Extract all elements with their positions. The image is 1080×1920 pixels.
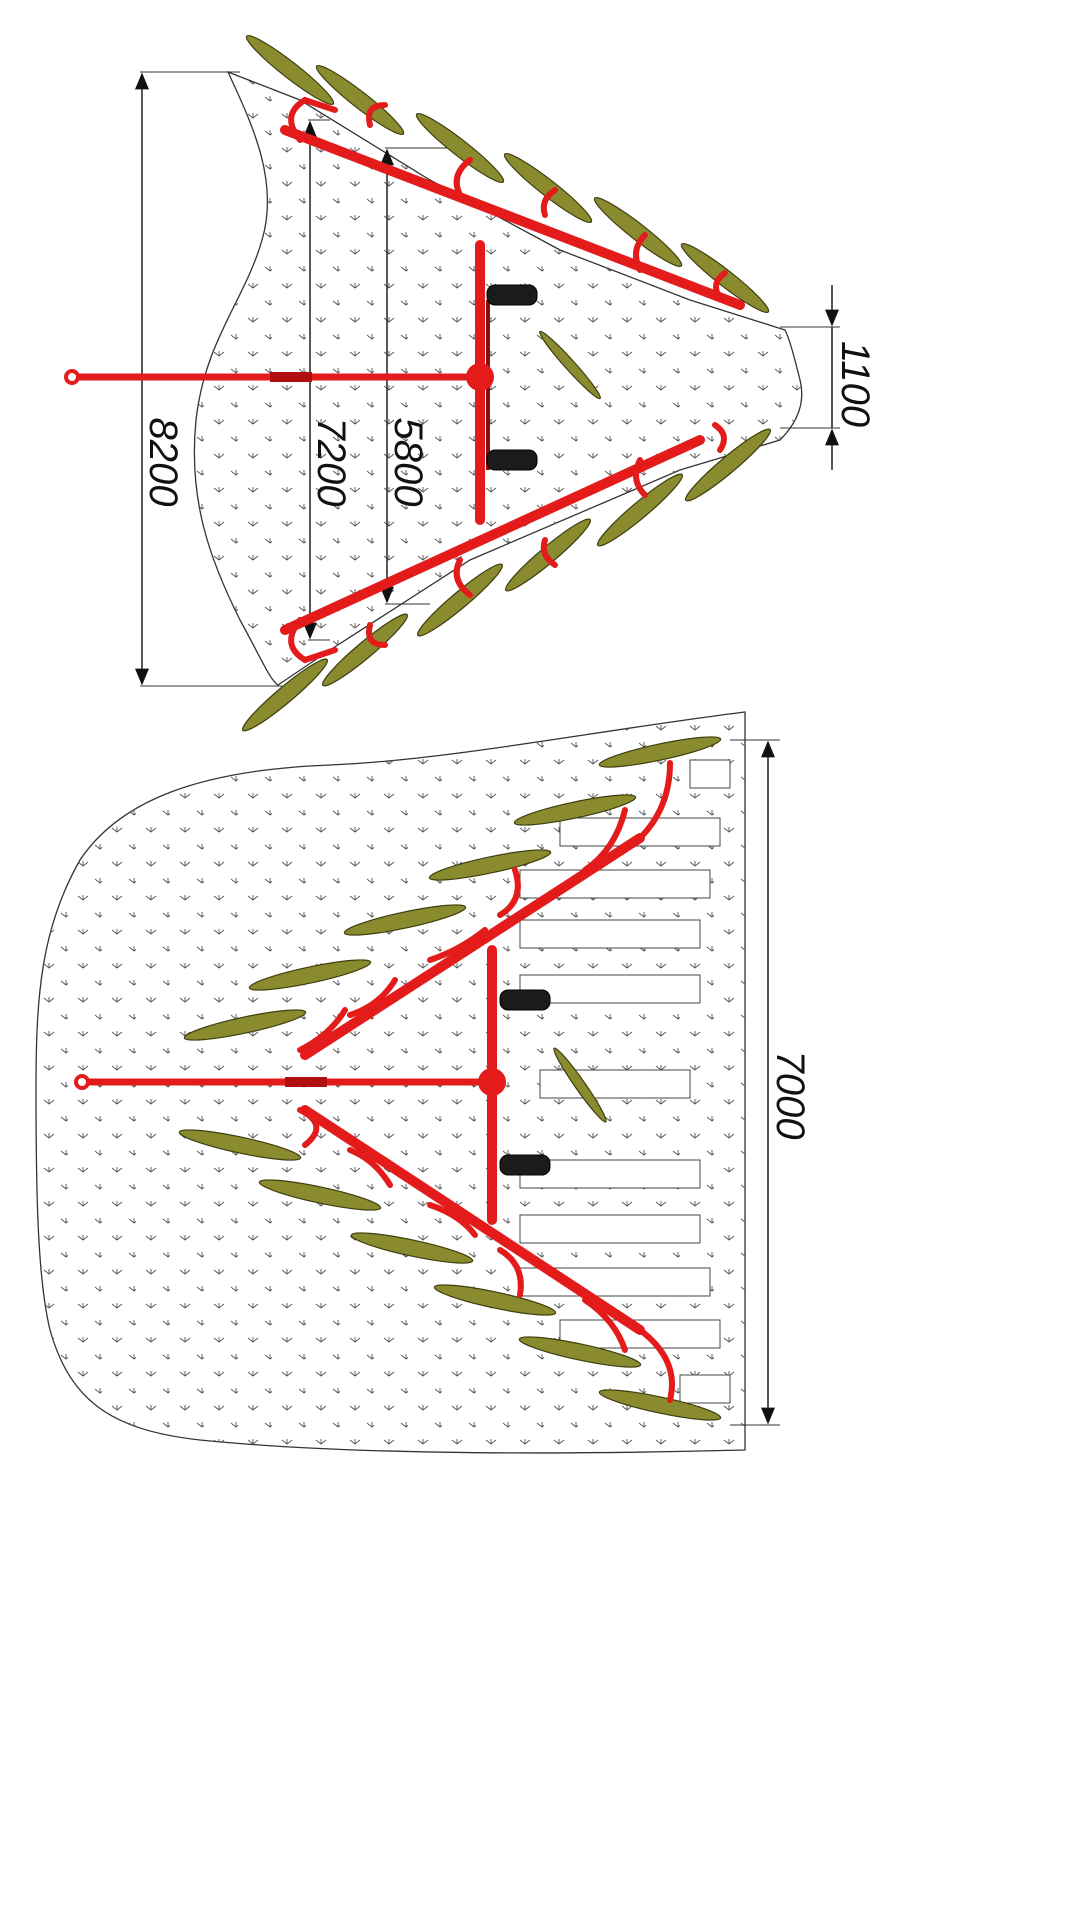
inner-width-label: 5800 — [386, 418, 430, 507]
rotor-icon — [248, 959, 372, 991]
rotor-arms-lower — [297, 1107, 675, 1403]
rotor-arms-upper — [297, 760, 673, 1053]
hitch-eye — [64, 369, 80, 385]
rotor-row-upper — [245, 34, 770, 314]
main-arm-lower — [300, 1105, 645, 1335]
rotor-icon — [598, 736, 722, 768]
rotor-icon — [428, 849, 552, 881]
windrow-strip — [539, 1069, 691, 1099]
rotor-row-lower — [178, 1129, 722, 1421]
second-position-figure: 7000 — [35, 711, 812, 1454]
windrow-strip — [519, 919, 701, 949]
rotor-icon — [503, 152, 593, 224]
working-width-label: 7200 — [309, 418, 353, 507]
rotor-icon — [245, 34, 335, 106]
rotor-row-upper — [183, 736, 722, 1041]
wheel-icon — [499, 989, 551, 1011]
rotor-icon — [680, 242, 770, 314]
drawbar-spring — [270, 372, 312, 382]
rotor-icon — [513, 794, 637, 826]
overall-length-label: 7000 — [768, 1051, 812, 1140]
rotor-icon — [553, 1047, 607, 1123]
rotor-row-lower — [241, 428, 772, 732]
main-arm-lower — [280, 435, 705, 635]
wheel-icon — [486, 449, 538, 471]
rotor-icon — [315, 64, 405, 136]
rotor-icon — [684, 428, 772, 502]
center-hub — [478, 1068, 506, 1096]
hay-texture-top — [194, 72, 802, 685]
rotor-icon — [593, 196, 683, 268]
main-arm-upper — [280, 125, 745, 310]
drawbar-spring — [285, 1077, 327, 1087]
rotor-icon — [258, 1179, 382, 1211]
rotor-icon — [416, 563, 504, 637]
rotor-icon — [415, 112, 505, 184]
rotor-icon — [183, 1009, 307, 1041]
rotor-arms-upper — [288, 96, 728, 301]
windrow-strip — [519, 1214, 701, 1244]
rotor-icon — [178, 1129, 302, 1161]
main-arm-upper — [300, 833, 645, 1060]
center-hub — [466, 363, 494, 391]
rotor-icon — [596, 473, 684, 547]
working-position-figure: 8200 7200 5800 1100 — [64, 34, 877, 732]
windrow-width-label: 1100 — [833, 341, 877, 427]
rotor-icon — [321, 613, 409, 687]
rotor-icon — [343, 904, 467, 936]
wheel-icon — [499, 1154, 551, 1176]
wheel-icon — [486, 284, 538, 306]
rotor-icon — [598, 1389, 722, 1421]
windrow-strip — [689, 759, 731, 789]
rotor-icon — [241, 658, 329, 732]
overall-width-label: 8200 — [141, 418, 185, 507]
rotor-icon — [350, 1232, 474, 1264]
rotor-icon — [433, 1284, 557, 1316]
hitch-eye — [74, 1074, 90, 1090]
rotor-icon — [539, 330, 601, 400]
rotor-icon — [518, 1336, 642, 1368]
rotor-arms-lower — [288, 422, 727, 664]
windrow-strip — [679, 1374, 731, 1404]
